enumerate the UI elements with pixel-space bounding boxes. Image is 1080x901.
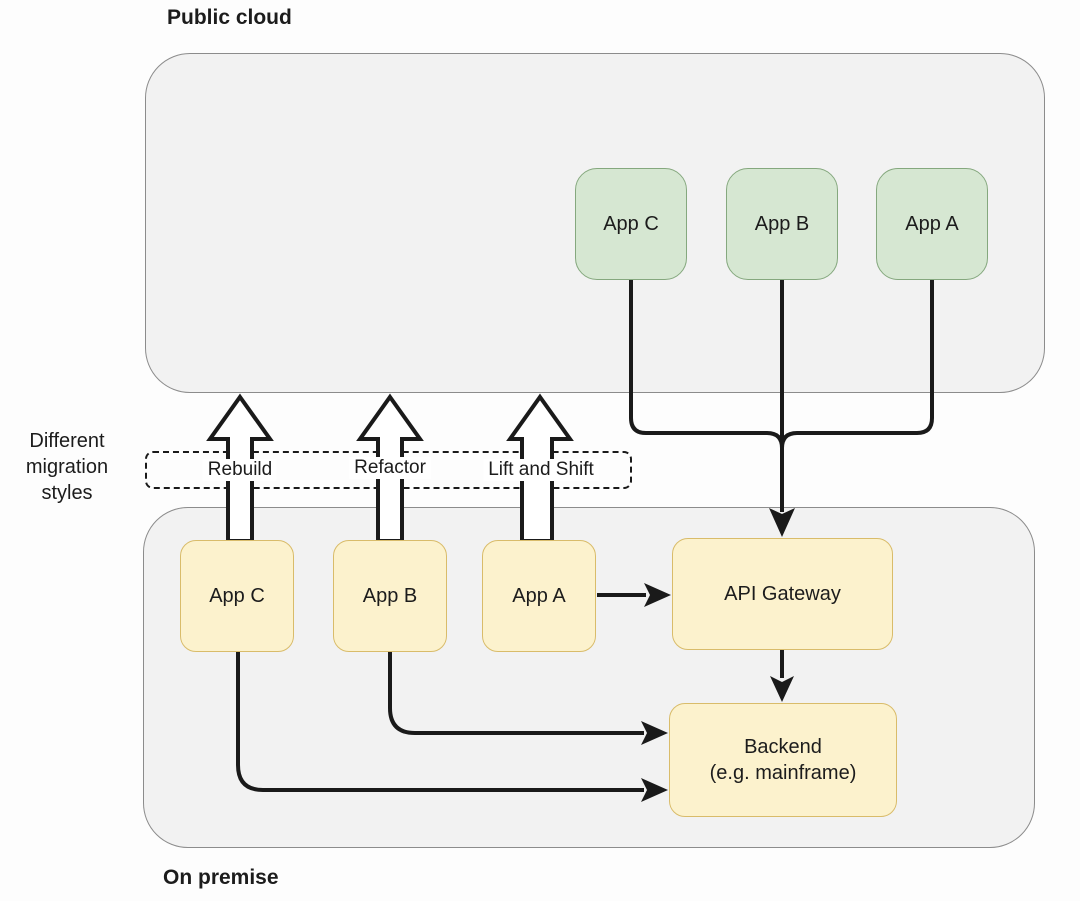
backend-label-line2: (e.g. mainframe) bbox=[709, 762, 857, 784]
arrowhead-appa-apigateway bbox=[644, 583, 671, 607]
arrowhead-apigateway-backend bbox=[770, 676, 794, 702]
lift-and-shift-label: Lift and Shift bbox=[483, 459, 599, 481]
migration-styles-note-line2: migration bbox=[25, 456, 109, 478]
onprem-app-b-label: App B bbox=[362, 585, 418, 607]
onprem-app-a-label: App A bbox=[512, 585, 566, 607]
refactor-label: Refactor bbox=[349, 457, 431, 479]
cloud-app-a: App A bbox=[876, 168, 988, 280]
cloud-app-b-label: App B bbox=[754, 213, 810, 235]
cloud-app-c-label: App C bbox=[603, 213, 659, 235]
onprem-app-a: App A bbox=[482, 540, 596, 652]
rebuild-label: Rebuild bbox=[202, 459, 278, 481]
cloud-app-a-label: App A bbox=[905, 213, 959, 235]
connector-appc-backend bbox=[236, 652, 644, 792]
connector-appb-backend bbox=[388, 652, 644, 735]
arrowhead-into-api-gateway bbox=[769, 508, 795, 537]
onprem-app-c: App C bbox=[180, 540, 294, 652]
backend-label-line1: Backend bbox=[744, 736, 822, 758]
migration-styles-note: Different migration styles bbox=[10, 428, 124, 506]
public-cloud-title: Public cloud bbox=[167, 6, 292, 29]
api-gateway-label: API Gateway bbox=[724, 583, 841, 605]
arrowhead-appc-backend bbox=[641, 778, 668, 802]
connector-cloud-appa-down bbox=[780, 272, 934, 449]
onprem-app-c-label: App C bbox=[209, 585, 265, 607]
onprem-app-b: App B bbox=[333, 540, 447, 652]
backend-node: Backend (e.g. mainframe) bbox=[669, 703, 897, 817]
arrowhead-appb-backend bbox=[641, 721, 668, 745]
cloud-app-b: App B bbox=[726, 168, 838, 280]
api-gateway-node: API Gateway bbox=[672, 538, 893, 650]
on-premise-title: On premise bbox=[163, 866, 279, 889]
cloud-app-c: App C bbox=[575, 168, 687, 280]
connector-cloud-appc-down bbox=[629, 272, 784, 449]
migration-styles-note-line1: Different bbox=[29, 430, 105, 452]
migration-styles-note-line3: styles bbox=[41, 482, 93, 504]
